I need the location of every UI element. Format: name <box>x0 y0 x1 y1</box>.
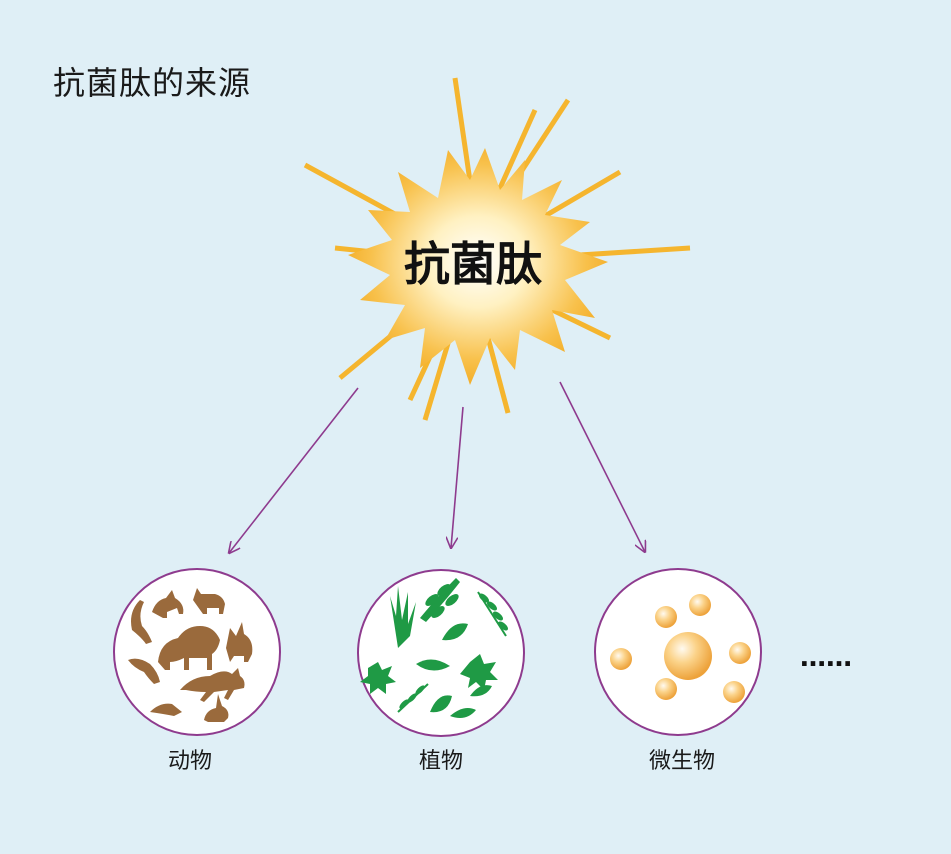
page-title: 抗菌肽的来源 <box>53 64 252 102</box>
plant-source <box>357 569 525 737</box>
animal-silhouettes-icon <box>128 588 253 722</box>
animal-source <box>113 568 281 736</box>
ellipsis: …… <box>800 643 852 673</box>
arrows <box>229 381 645 553</box>
source-label-plants: 植物 <box>419 749 463 774</box>
arrow-to-plants <box>451 406 464 548</box>
source-label-microbes: 微生物 <box>649 749 715 774</box>
plant-leaves-icon <box>360 578 508 718</box>
microbe-source <box>594 568 762 736</box>
source-label-animals: 动物 <box>168 749 212 774</box>
center-label: 抗菌肽 <box>404 237 543 291</box>
arrow-to-microbes <box>559 381 645 552</box>
arrow-to-animals <box>229 387 359 553</box>
microbe-spheres-icon <box>610 594 751 703</box>
burst-icon <box>303 77 691 421</box>
